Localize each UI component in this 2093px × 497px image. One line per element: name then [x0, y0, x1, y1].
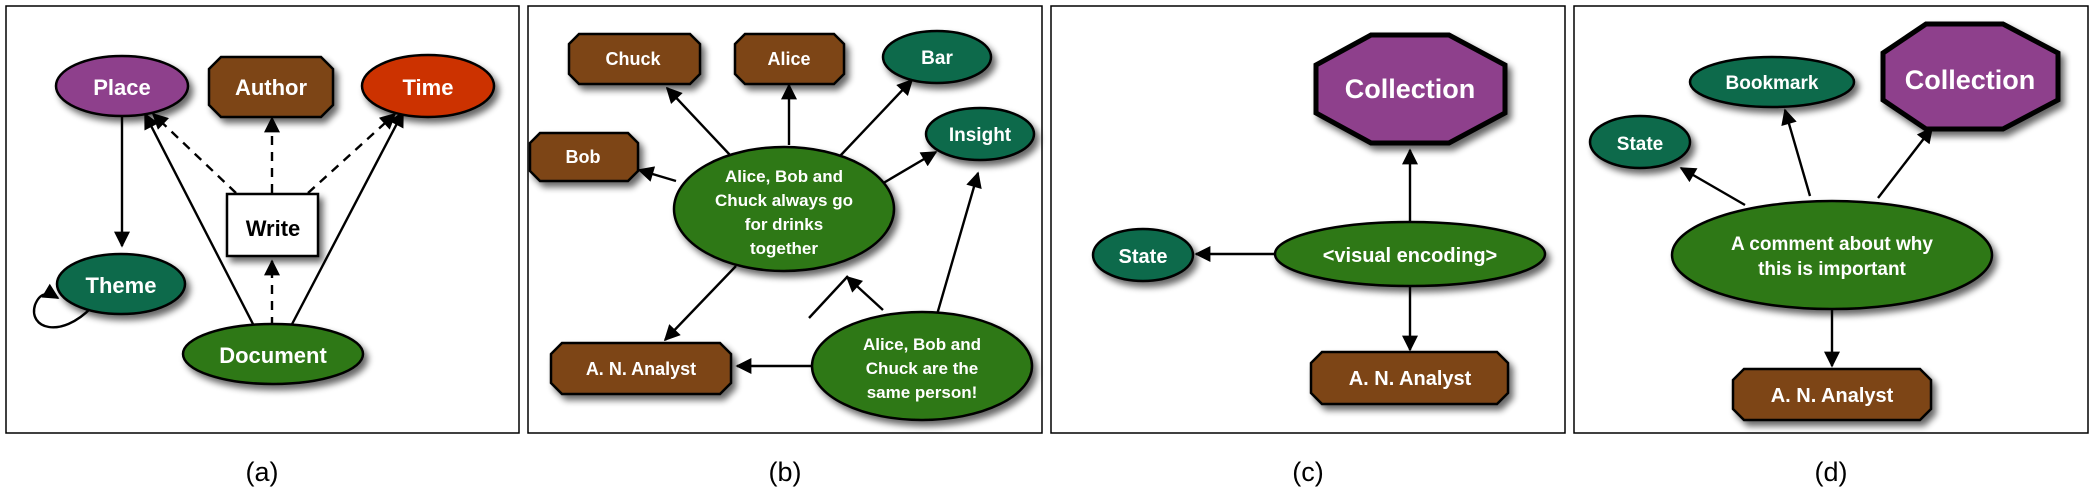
node-state-d-label: State	[1617, 134, 1663, 155]
node-analyst-b-label: A. N. Analyst	[586, 359, 696, 379]
node-insight: Insight	[924, 106, 1036, 162]
node-analyst-b: A. N. Analyst	[549, 341, 733, 396]
node-drinks-line1: Alice, Bob and	[725, 167, 843, 186]
caption-c: (c)	[1292, 457, 1323, 487]
node-analyst-d-label: A. N. Analyst	[1771, 385, 1894, 407]
edge-center-analyst	[663, 265, 737, 342]
edge-document-time	[288, 110, 405, 329]
node-document: Document	[181, 322, 365, 386]
panel-d: Bookmark Collection State A comment abou…	[1588, 21, 2061, 422]
edge-comment-collection	[1877, 126, 1933, 199]
node-bookmark: Bookmark	[1688, 55, 1856, 109]
edge-write-time	[307, 112, 397, 194]
node-collection-d-label: Collection	[1905, 65, 2036, 95]
edge-center-bob	[637, 166, 677, 183]
node-bob-label: Bob	[566, 147, 601, 167]
edge-same-insight	[934, 171, 982, 319]
node-collection-c-label: Collection	[1345, 74, 1476, 104]
node-collection-c: Collection	[1313, 32, 1508, 146]
node-analyst-d: A. N. Analyst	[1731, 367, 1933, 422]
node-time: Time	[360, 53, 496, 119]
node-same-person: Alice, Bob and Chuck are the same person…	[810, 310, 1034, 422]
node-insight-label: Insight	[949, 125, 1012, 146]
node-drinks: Alice, Bob and Chuck always go for drink…	[672, 145, 896, 273]
edge-center-insight	[879, 150, 938, 187]
node-place: Place	[54, 54, 190, 118]
node-bookmark-label: Bookmark	[1726, 73, 1819, 94]
edge-comment-state	[1679, 166, 1746, 207]
node-state-d: State	[1588, 114, 1692, 170]
caption-a: (a)	[246, 457, 279, 487]
edge-same-center-stub	[808, 275, 849, 319]
node-write-label: Write	[246, 216, 301, 241]
edge-document-place	[143, 112, 257, 329]
edge-theme-self-loop	[32, 283, 93, 329]
caption-d: (d)	[1815, 457, 1848, 487]
node-analyst-c: A. N. Analyst	[1309, 350, 1510, 406]
node-alice: Alice	[733, 32, 846, 86]
node-bar-label: Bar	[921, 48, 953, 69]
node-theme: Theme	[55, 252, 187, 316]
node-comment: A comment about why this is important	[1670, 199, 1994, 311]
node-same-person-line1: Alice, Bob and	[863, 335, 981, 354]
node-state-c: State	[1091, 227, 1195, 283]
node-comment-line1: A comment about why	[1731, 234, 1933, 255]
node-chuck: Chuck	[567, 32, 702, 86]
panel-c: Collection State <visual encoding> A. N.…	[1091, 32, 1547, 406]
node-comment-line2: this is important	[1758, 259, 1906, 280]
node-same-person-line3: same person!	[867, 383, 978, 402]
node-collection-d: Collection	[1880, 21, 2061, 132]
node-bar: Bar	[881, 29, 993, 85]
node-time-label: Time	[403, 75, 454, 100]
node-drinks-line4: together	[750, 239, 818, 258]
edge-comment-bookmark	[1781, 108, 1812, 197]
node-author-label: Author	[235, 75, 308, 100]
node-chuck-label: Chuck	[605, 49, 661, 69]
node-write: Write	[225, 192, 320, 258]
node-same-person-line2: Chuck are the	[866, 359, 978, 378]
panel-b: Chuck Alice Bar Insight Bob Alice, Bob a…	[528, 29, 1036, 422]
node-document-label: Document	[219, 343, 327, 368]
node-drinks-line3: for drinks	[745, 215, 823, 234]
node-place-label: Place	[93, 75, 151, 100]
node-drinks-line2: Chuck always go	[715, 191, 853, 210]
node-alice-label: Alice	[767, 49, 810, 69]
edge-write-place	[151, 112, 237, 194]
node-analyst-c-label: A. N. Analyst	[1349, 368, 1472, 390]
node-state-c-label: State	[1119, 246, 1168, 268]
caption-b: (b)	[769, 457, 802, 487]
node-encoding-label: <visual encoding>	[1323, 245, 1498, 267]
node-theme-label: Theme	[86, 273, 157, 298]
node-author: Author	[207, 55, 335, 119]
panel-a: Place Author Time Write Theme Document	[32, 53, 496, 386]
node-bob: Bob	[528, 131, 640, 183]
edge-same-center	[845, 275, 884, 311]
edge-center-bar	[839, 78, 914, 157]
edge-center-chuck	[665, 86, 731, 156]
node-encoding: <visual encoding>	[1273, 220, 1547, 288]
